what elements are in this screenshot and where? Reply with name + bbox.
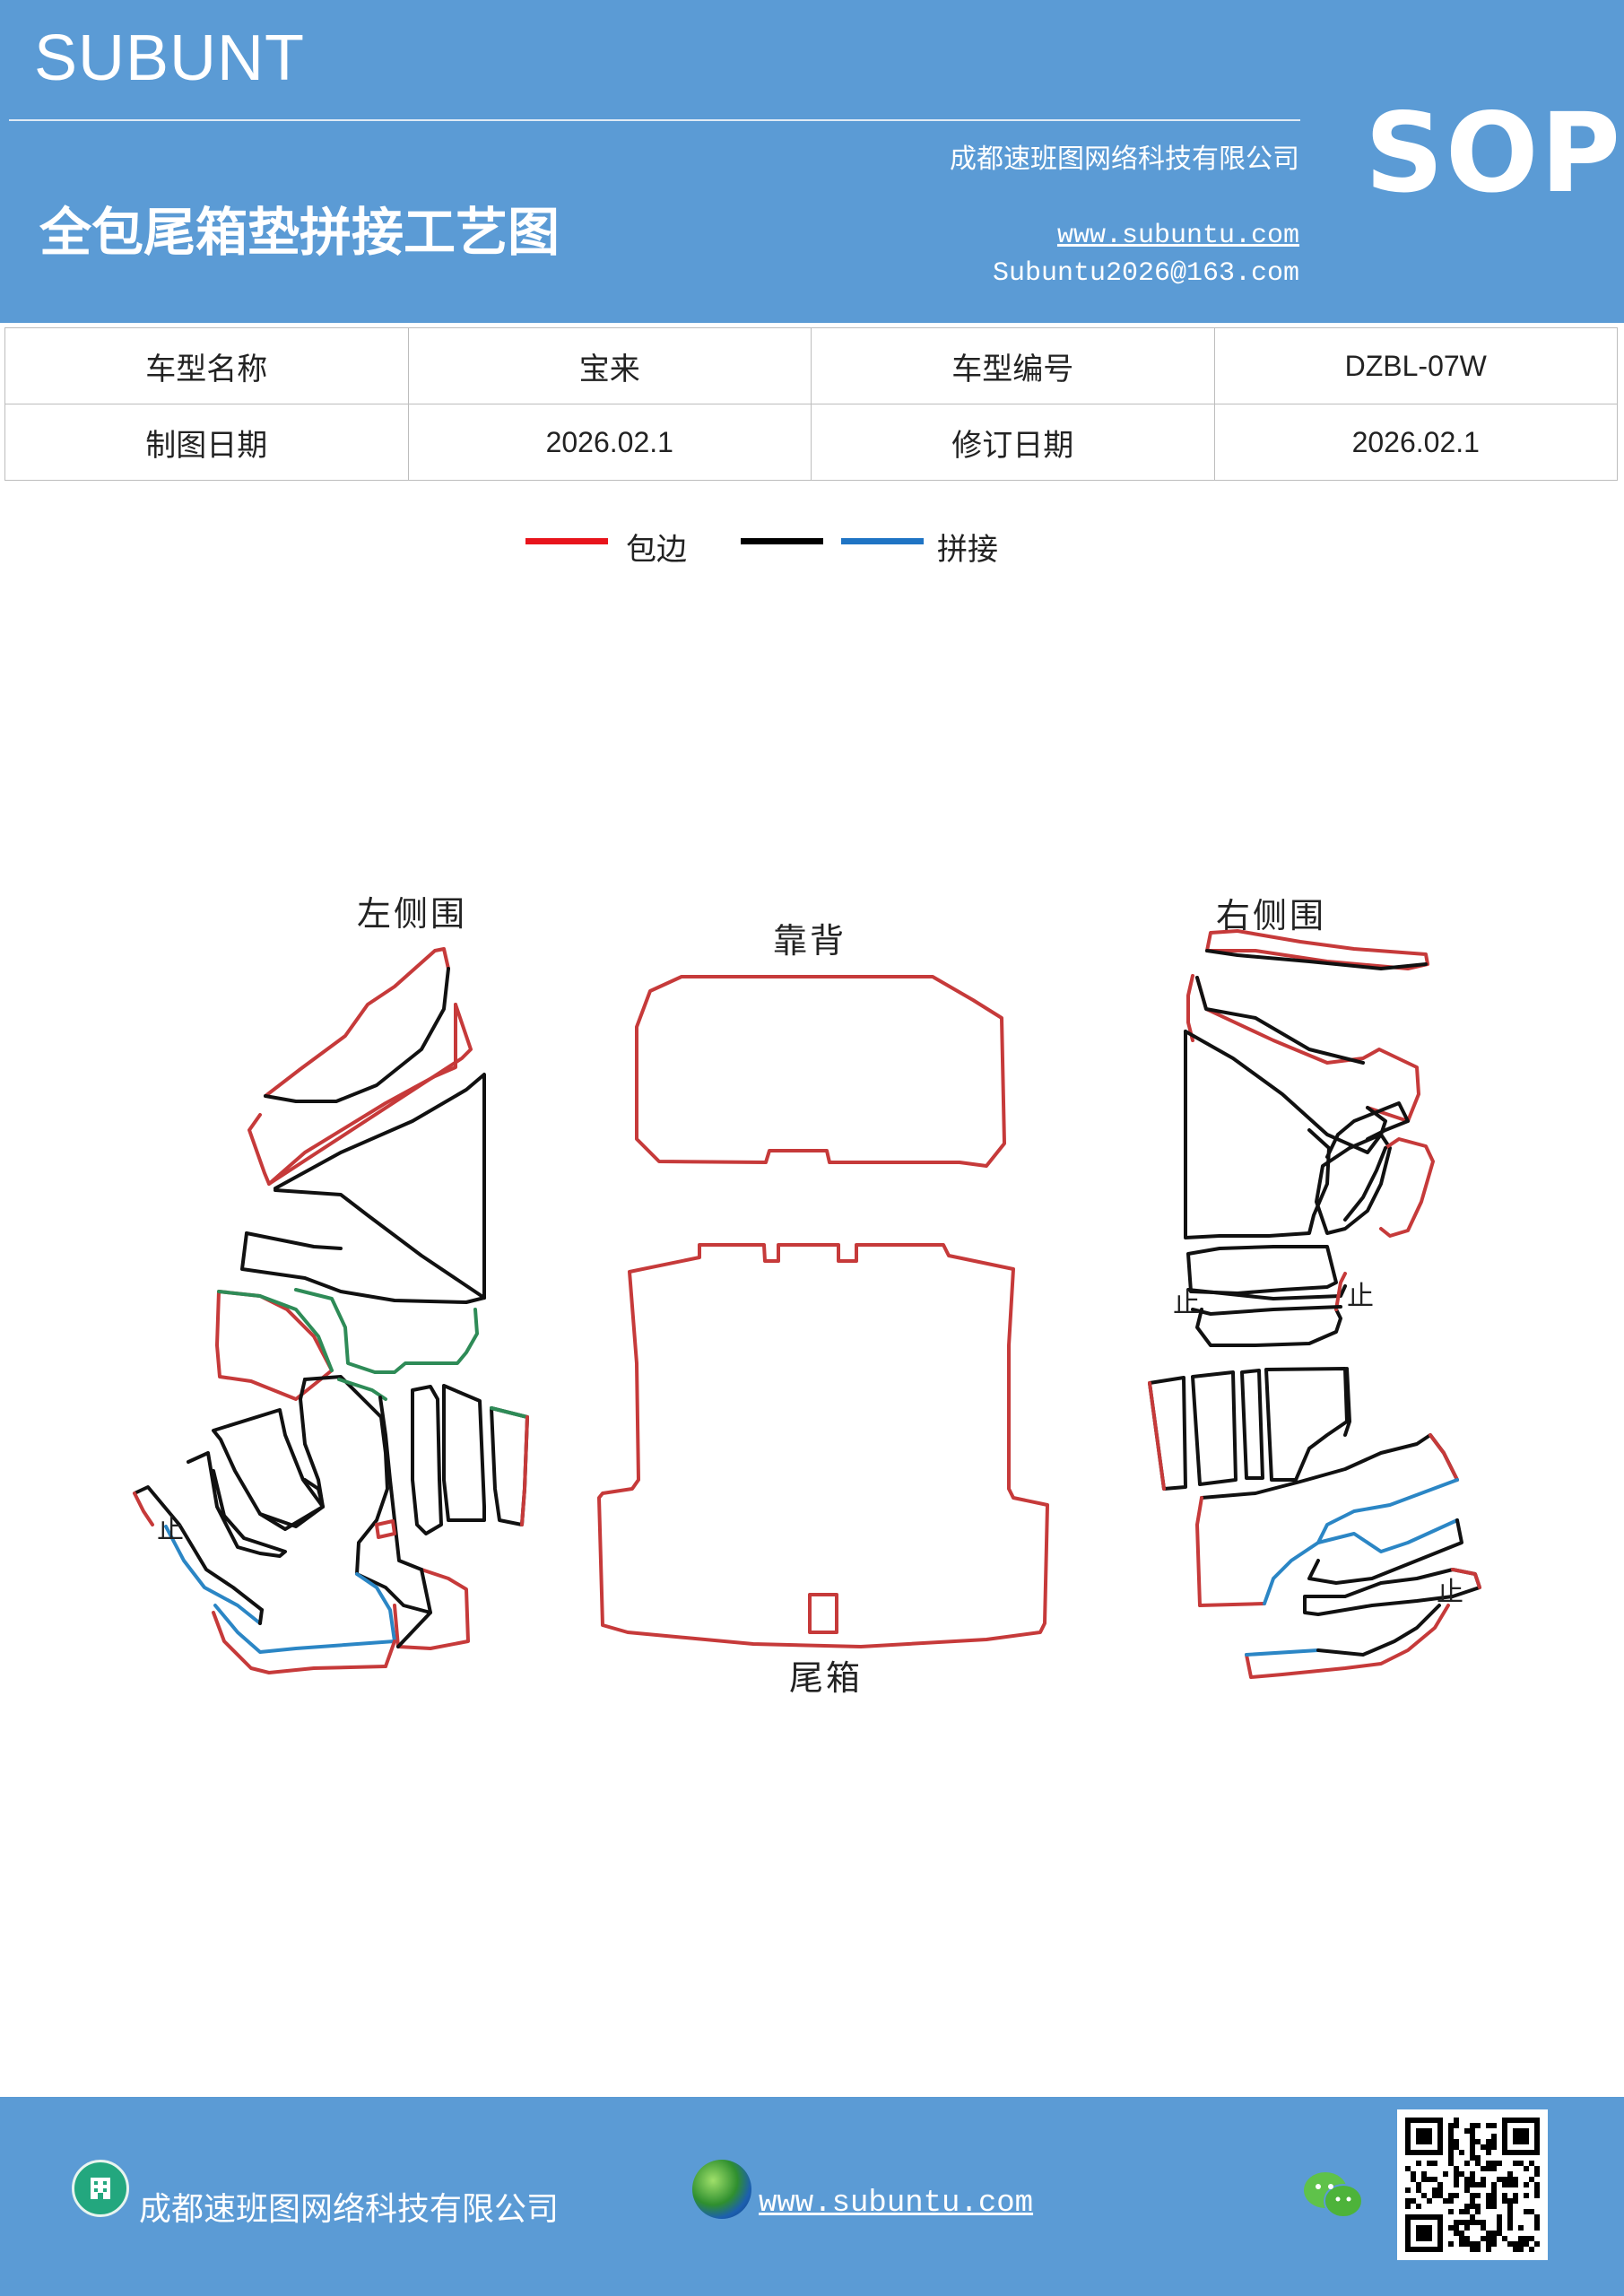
- vehicle-info-table: 车型名称 宝来 车型编号 DZBL-07W 制图日期 2026.02.1 修订日…: [4, 327, 1618, 481]
- trunk-piece: [597, 1243, 1049, 1648]
- sop-badge: SOP: [1365, 90, 1622, 217]
- right-panel-pieces: [1148, 929, 1481, 1679]
- qr-code[interactable]: [1397, 2109, 1548, 2260]
- diagram-drawing: [133, 929, 1481, 1679]
- revise-date-label: 修订日期: [811, 404, 1215, 481]
- label-trunk: 尾箱: [789, 1658, 864, 1698]
- brand-name: SUBUNT: [34, 22, 306, 94]
- mat-cutting-diagram: 左侧围 靠背 右侧围 尾箱: [0, 861, 1624, 1722]
- table-row: 制图日期 2026.02.1 修订日期 2026.02.1: [4, 404, 1618, 481]
- model-code-label: 车型编号: [811, 327, 1215, 404]
- email-link[interactable]: Subuntu2026@163.com: [992, 258, 1299, 289]
- company-name: 成都速班图网络科技有限公司: [950, 144, 1299, 175]
- wechat-icon[interactable]: [1302, 2169, 1365, 2222]
- legend: 包边 拼接: [0, 525, 1624, 578]
- model-code-value: DZBL-07W: [1213, 327, 1618, 404]
- backrest-piece: [635, 975, 1006, 1168]
- building-icon: [72, 2160, 129, 2217]
- label-right-panel: 右侧围: [1216, 896, 1327, 935]
- website-link[interactable]: www.subuntu.com: [1056, 221, 1299, 251]
- label-backrest: 靠背: [773, 921, 847, 961]
- legend-label-edge: 包边: [626, 532, 687, 568]
- stop-mark: 止: [1347, 1281, 1374, 1312]
- legend-label-splice: 拼接: [937, 532, 998, 568]
- legend-swatch-edge: [525, 538, 608, 544]
- draw-date-value: 2026.02.1: [407, 404, 812, 481]
- left-panel-pieces: [133, 947, 529, 1674]
- revise-date-value: 2026.02.1: [1213, 404, 1618, 481]
- header-divider: [9, 119, 1300, 121]
- label-left-panel: 左侧围: [357, 894, 468, 934]
- document-title: 全包尾箱垫拼接工艺图: [39, 202, 560, 263]
- legend-swatch-seam: [741, 538, 823, 544]
- footer-company-name: 成都速班图网络科技有限公司: [139, 2191, 560, 2228]
- stop-mark: 止: [1437, 1577, 1463, 1608]
- table-row: 车型名称 宝来 车型编号 DZBL-07W: [4, 327, 1618, 404]
- globe-icon: [692, 2160, 751, 2219]
- footer-banner: 成都速班图网络科技有限公司 www.subuntu.com: [0, 2097, 1624, 2296]
- footer-website-link[interactable]: www.subuntu.com: [759, 2187, 1034, 2221]
- stop-mark: 止: [1173, 1288, 1200, 1319]
- legend-swatch-splice: [841, 538, 924, 544]
- stop-mark: 止: [157, 1514, 184, 1545]
- header-banner: SUBUNT 成都速班图网络科技有限公司 全包尾箱垫拼接工艺图 www.subu…: [0, 0, 1624, 323]
- draw-date-label: 制图日期: [4, 404, 409, 481]
- model-name-value: 宝来: [407, 327, 812, 404]
- model-name-label: 车型名称: [4, 327, 409, 404]
